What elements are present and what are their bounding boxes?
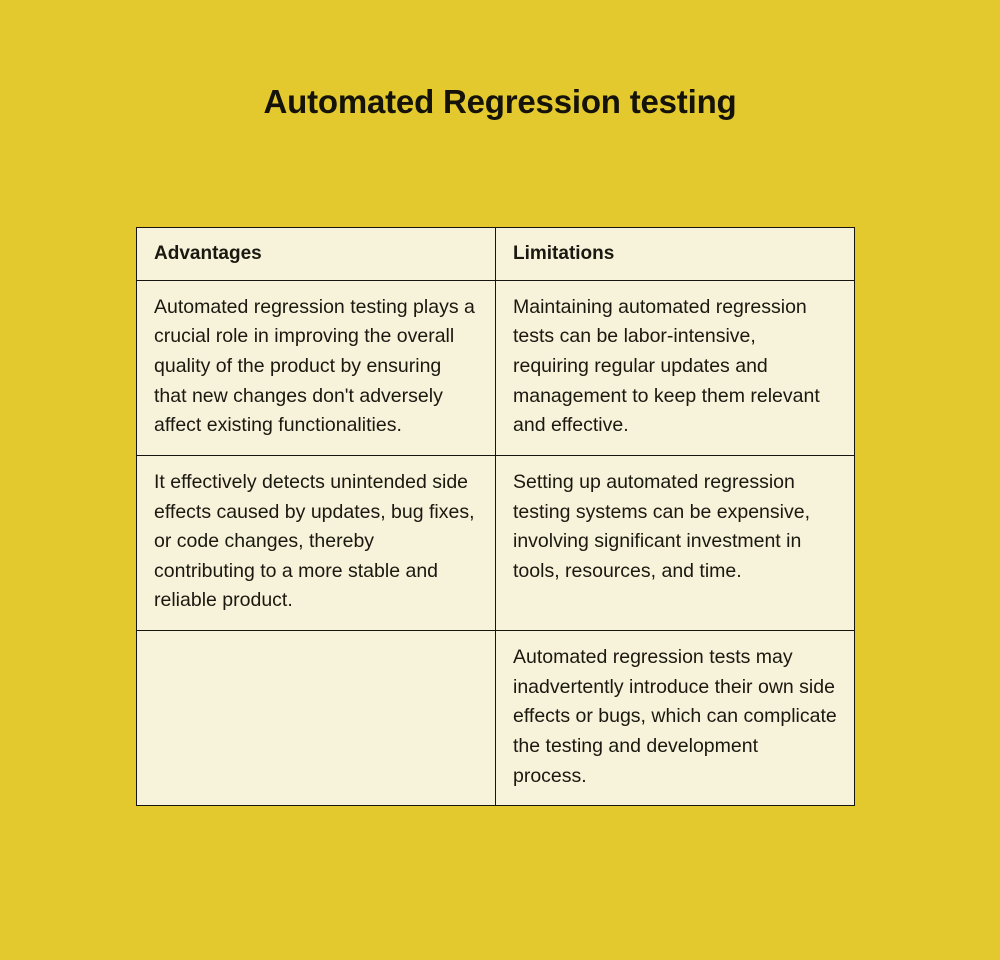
cell-advantage-2: It effectively detects unintended side e… xyxy=(136,454,496,632)
cell-advantage-3-empty xyxy=(136,629,496,807)
table-row: Automated regression tests may inadverte… xyxy=(136,629,855,807)
table-header-row: Advantages Limitations xyxy=(136,227,855,281)
table-header: Advantages Limitations xyxy=(136,227,855,281)
cell-limitation-1: Maintaining automated regression tests c… xyxy=(495,279,855,456)
comparison-table-container: Advantages Limitations Automated regress… xyxy=(136,227,855,807)
column-header-limitations: Limitations xyxy=(495,227,855,281)
table-body: Automated regression testing plays a cru… xyxy=(136,279,855,807)
cell-limitation-2: Setting up automated regression testing … xyxy=(495,454,855,632)
table-row: It effectively detects unintended side e… xyxy=(136,454,855,632)
cell-limitation-3: Automated regression tests may inadverte… xyxy=(495,629,855,807)
column-header-advantages: Advantages xyxy=(136,227,496,281)
cell-advantage-1: Automated regression testing plays a cru… xyxy=(136,279,496,456)
table-row: Automated regression testing plays a cru… xyxy=(136,279,855,456)
advantages-limitations-table: Advantages Limitations Automated regress… xyxy=(136,227,855,807)
page-title: Automated Regression testing xyxy=(263,83,737,120)
